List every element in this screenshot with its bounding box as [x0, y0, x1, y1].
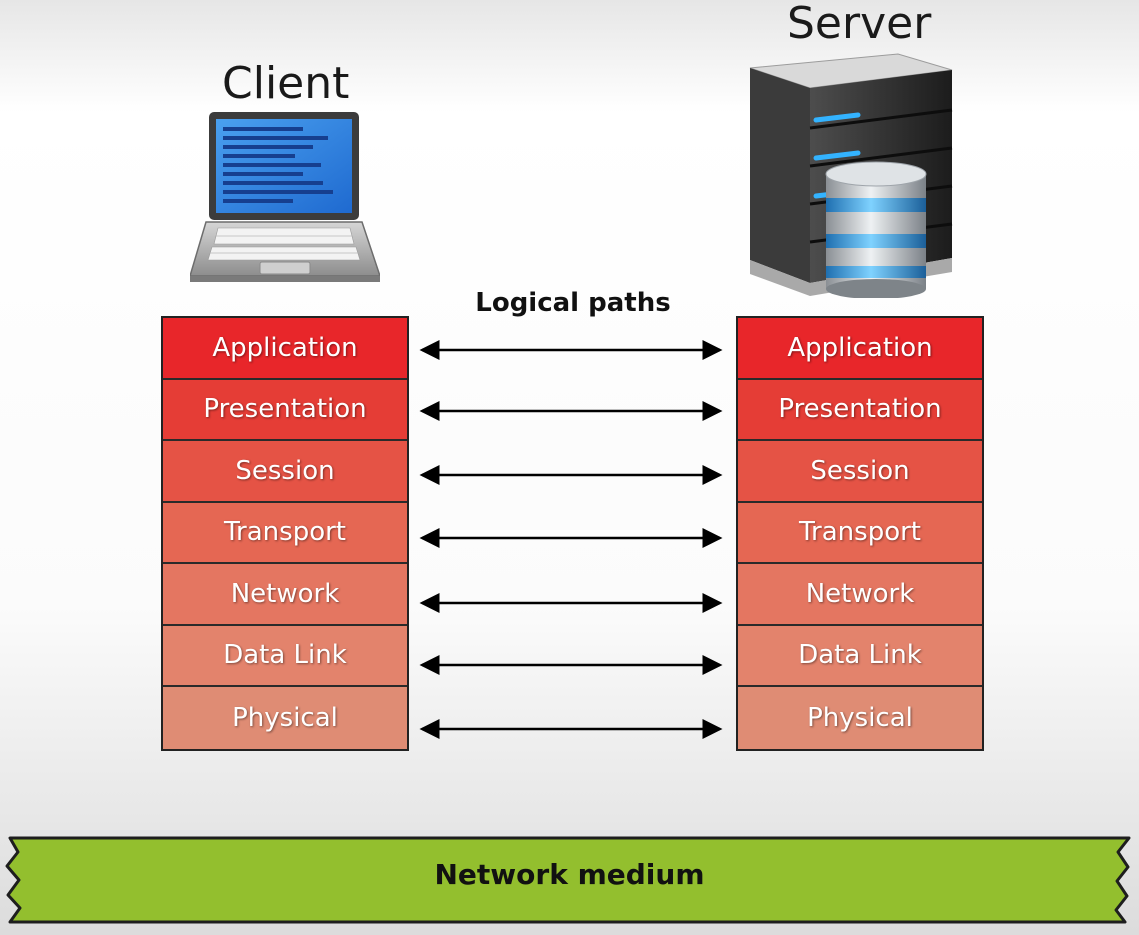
server-layer-transport: Transport	[738, 502, 982, 564]
server-layer-data-link: Data Link	[738, 625, 982, 687]
logical-paths-label: Logical paths	[475, 288, 671, 318]
client-title: Client	[222, 58, 350, 109]
client-layer-physical: Physical	[163, 687, 407, 749]
server-layer-presentation: Presentation	[738, 379, 982, 441]
client-layer-data-link: Data Link	[163, 625, 407, 687]
client-layer-presentation: Presentation	[163, 379, 407, 441]
network-medium-label: Network medium	[434, 858, 705, 891]
network-medium-band	[5, 836, 1131, 924]
client-layer-network: Network	[163, 564, 407, 626]
server-layer-application: Application	[738, 318, 982, 380]
server-osi-stack: Application Presentation Session Transpo…	[736, 316, 984, 751]
server-title: Server	[787, 0, 932, 49]
server-layer-physical: Physical	[738, 687, 982, 749]
laptop-icon	[190, 112, 380, 282]
client-layer-transport: Transport	[163, 502, 407, 564]
client-layer-session: Session	[163, 441, 407, 503]
server-layer-session: Session	[738, 441, 982, 503]
server-layer-network: Network	[738, 564, 982, 626]
client-layer-application: Application	[163, 318, 407, 380]
client-osi-stack: Application Presentation Session Transpo…	[161, 316, 409, 751]
server-database-icon	[749, 53, 953, 298]
